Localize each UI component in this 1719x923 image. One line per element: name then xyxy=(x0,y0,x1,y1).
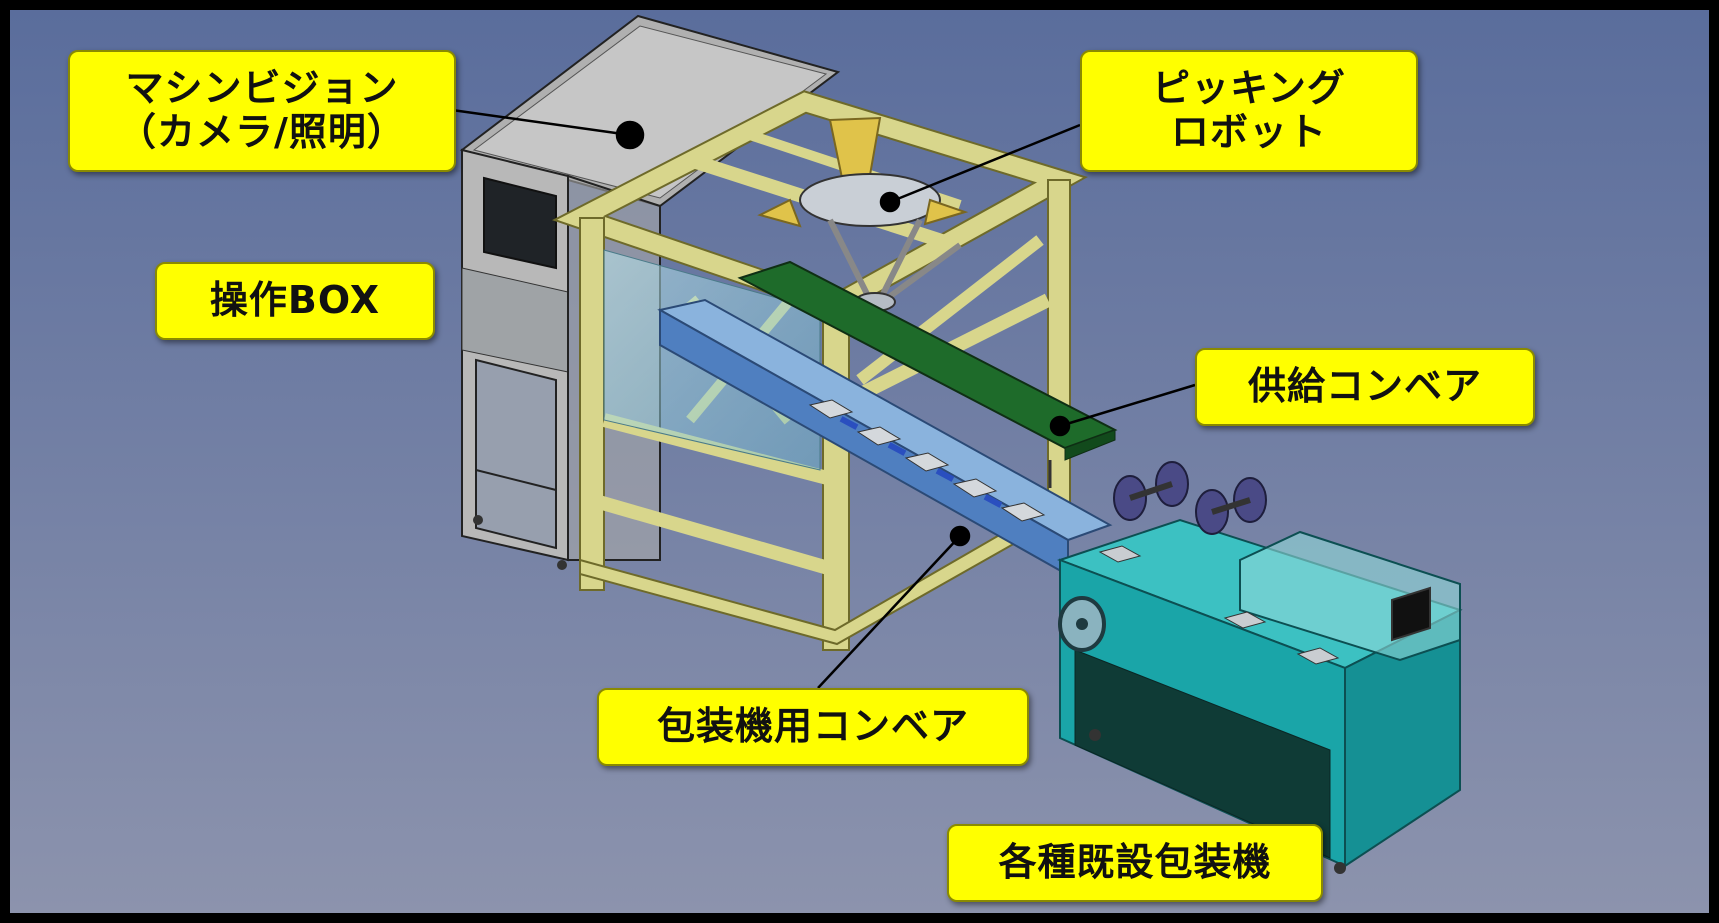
label-packaging-conveyor: 包装機用コンベア xyxy=(597,688,1029,766)
packaging-conveyor xyxy=(657,298,1113,577)
label-supply-conveyor: 供給コンベア xyxy=(1195,348,1535,426)
label-supply-conveyor-text: 供給コンベア xyxy=(1247,364,1482,409)
label-machine-vision: マシンビジョン （カメラ/照明） xyxy=(68,50,456,172)
label-picking-robot-line2: ロボット xyxy=(1170,110,1327,154)
label-machine-vision-line2: （カメラ/照明） xyxy=(118,110,406,154)
label-machine-vision-line1: マシンビジョン xyxy=(125,66,399,111)
label-operation-box-text: 操作BOX xyxy=(209,278,381,323)
label-packaging-conveyor-text: 包装機用コンベア xyxy=(656,704,969,749)
supply-conveyor xyxy=(737,260,1118,488)
packaging-machine xyxy=(1057,461,1463,874)
label-existing-packaging-machines-text: 各種既設包装機 xyxy=(998,840,1272,885)
picking-robot xyxy=(757,116,969,312)
label-existing-packaging-machines: 各種既設包装機 xyxy=(947,824,1323,902)
label-operation-box: 操作BOX xyxy=(155,262,435,340)
operation-cabinet xyxy=(459,14,841,570)
leader-lines xyxy=(451,108,1196,689)
label-picking-robot: ピッキング ロボット xyxy=(1080,50,1418,172)
label-picking-robot-line1: ピッキング xyxy=(1152,66,1346,111)
